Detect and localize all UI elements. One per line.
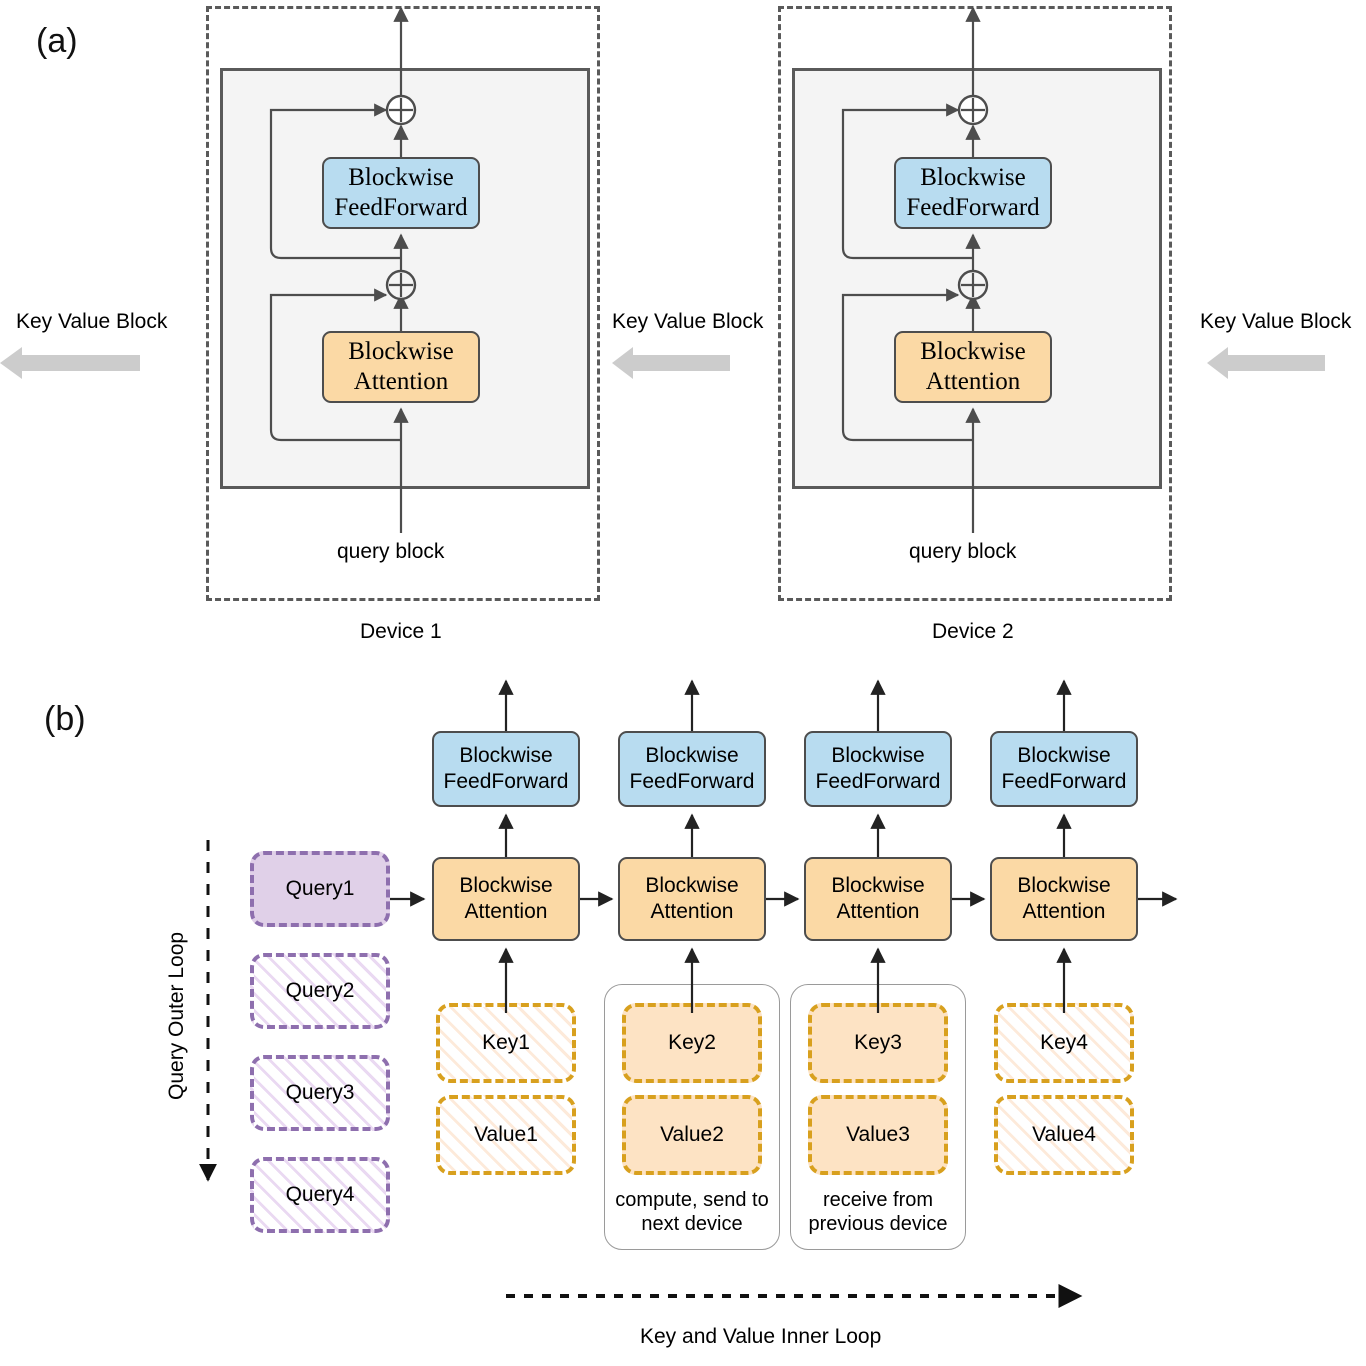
column-1-key-block[interactable]: Key1 xyxy=(436,1003,576,1083)
column-3-blockwise-feedforward[interactable]: Blockwise FeedForward xyxy=(804,731,952,807)
column-3-ff-label: Blockwise FeedForward xyxy=(815,744,941,793)
device-1-query-block-label: query block xyxy=(337,540,445,563)
column-2-key-label: Key2 xyxy=(668,1031,716,1054)
key-value-inner-loop-label: Key and Value Inner Loop xyxy=(640,1325,882,1348)
device-2-blockwise-feedforward[interactable]: Blockwise FeedForward xyxy=(894,157,1052,229)
column-2-attn-label: Blockwise Attention xyxy=(645,874,739,923)
column-1-value-label: Value1 xyxy=(474,1123,538,1146)
column-3-blockwise-attention[interactable]: Blockwise Attention xyxy=(804,857,952,941)
device-1-blockwise-attention[interactable]: Blockwise Attention xyxy=(322,331,480,403)
column-2-group-note: compute, send to next device xyxy=(615,1189,769,1236)
panel-a-wiring xyxy=(0,6,1325,533)
device-2-query-block-label: query block xyxy=(909,540,1017,563)
kv-block-label-left: Key Value Block xyxy=(16,310,168,333)
column-4-value-label: Value4 xyxy=(1032,1123,1096,1146)
column-3-attn-label: Blockwise Attention xyxy=(831,874,925,923)
device-2-attn-label: Blockwise Attention xyxy=(920,337,1026,396)
device-2-name: Device 2 xyxy=(932,620,1014,643)
query-block-4[interactable]: Query4 xyxy=(250,1157,390,1233)
query-block-2-label: Query2 xyxy=(285,979,355,1002)
column-4-ff-label: Blockwise FeedForward xyxy=(1001,744,1127,793)
device-2-ff-label: Blockwise FeedForward xyxy=(906,163,1040,222)
column-3-value-block[interactable]: Value3 xyxy=(808,1095,948,1175)
device-1-blockwise-feedforward[interactable]: Blockwise FeedForward xyxy=(322,157,480,229)
kv-block-arrows xyxy=(0,347,1325,379)
column-4-blockwise-attention[interactable]: Blockwise Attention xyxy=(990,857,1138,941)
device-1-ff-label: Blockwise FeedForward xyxy=(334,163,468,222)
device-1-attn-label: Blockwise Attention xyxy=(348,337,454,396)
query-block-1-label: Query1 xyxy=(285,877,355,900)
column-2-blockwise-feedforward[interactable]: Blockwise FeedForward xyxy=(618,731,766,807)
column-1-value-block[interactable]: Value1 xyxy=(436,1095,576,1175)
column-1-blockwise-attention[interactable]: Blockwise Attention xyxy=(432,857,580,941)
kv-block-label-middle: Key Value Block xyxy=(612,310,764,333)
column-2-blockwise-attention[interactable]: Blockwise Attention xyxy=(618,857,766,941)
device-1-name: Device 1 xyxy=(360,620,442,643)
column-1-blockwise-feedforward[interactable]: Blockwise FeedForward xyxy=(432,731,580,807)
kv-block-label-right: Key Value Block xyxy=(1200,310,1352,333)
column-4-attn-label: Blockwise Attention xyxy=(1017,874,1111,923)
query-block-3[interactable]: Query3 xyxy=(250,1055,390,1131)
column-4-blockwise-feedforward[interactable]: Blockwise FeedForward xyxy=(990,731,1138,807)
query-block-4-label: Query4 xyxy=(285,1183,355,1206)
column-2-value-block[interactable]: Value2 xyxy=(622,1095,762,1175)
query-block-3-label: Query3 xyxy=(285,1081,355,1104)
column-3-group-note: receive from previous device xyxy=(808,1189,948,1236)
column-1-ff-label: Blockwise FeedForward xyxy=(443,744,569,793)
query-block-1[interactable]: Query1 xyxy=(250,851,390,927)
device-2-blockwise-attention[interactable]: Blockwise Attention xyxy=(894,331,1052,403)
column-1-key-label: Key1 xyxy=(482,1031,530,1054)
query-block-2[interactable]: Query2 xyxy=(250,953,390,1029)
column-4-value-block[interactable]: Value4 xyxy=(994,1095,1134,1175)
column-3-key-block[interactable]: Key3 xyxy=(808,1003,948,1083)
panel-a-tag: (a) xyxy=(36,22,78,60)
column-4-key-label: Key4 xyxy=(1040,1031,1088,1054)
column-1-attn-label: Blockwise Attention xyxy=(459,874,553,923)
column-3-key-label: Key3 xyxy=(854,1031,902,1054)
panel-b-tag: (b) xyxy=(44,700,86,738)
column-2-value-label: Value2 xyxy=(660,1123,724,1146)
column-2-ff-label: Blockwise FeedForward xyxy=(629,744,755,793)
column-3-value-label: Value3 xyxy=(846,1123,910,1146)
